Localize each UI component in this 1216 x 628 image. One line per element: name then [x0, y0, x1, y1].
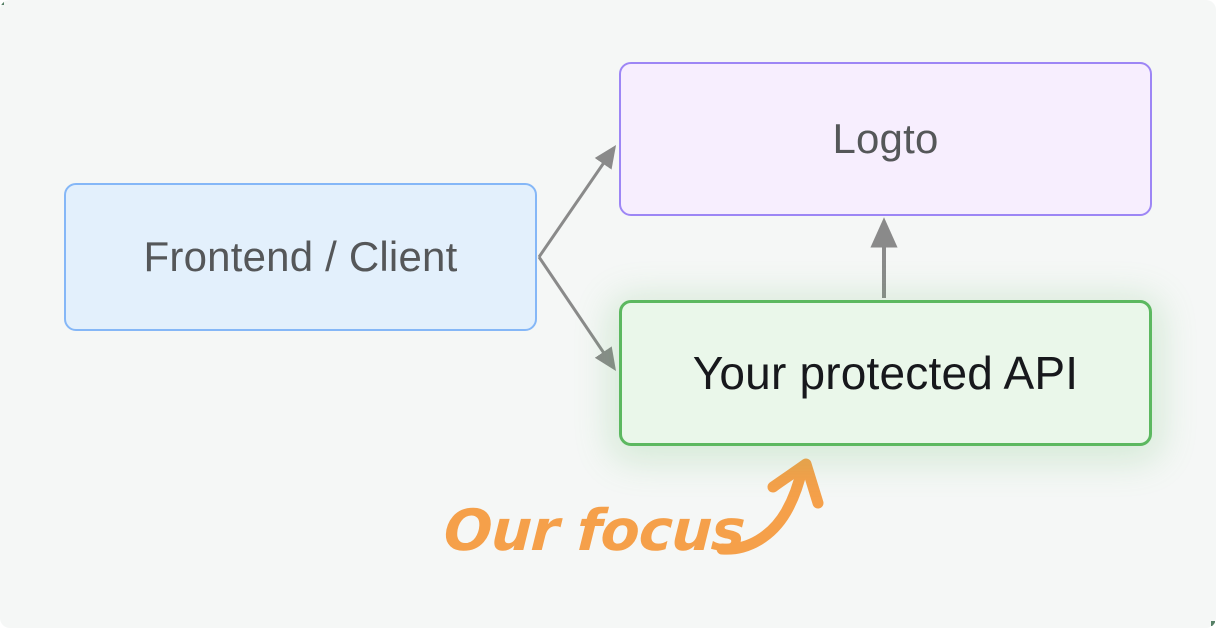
canvas-corner-artifact-top-left	[0, 0, 4, 5]
edge-frontend-to-api	[537, 256, 617, 371]
node-frontend-client[interactable]: Frontend / Client	[64, 183, 537, 331]
canvas-corner-artifact-bottom-right	[1211, 621, 1215, 626]
node-frontend-client-label: Frontend / Client	[143, 232, 458, 280]
node-your-protected-api[interactable]: Your protected API	[619, 300, 1152, 446]
node-your-protected-api-label: Your protected API	[692, 346, 1079, 399]
node-logto-label: Logto	[832, 114, 939, 162]
node-logto[interactable]: Logto	[619, 62, 1152, 216]
annotation-our-focus-label: Our focus	[442, 498, 746, 564]
edge-frontend-to-logto	[537, 145, 617, 258]
